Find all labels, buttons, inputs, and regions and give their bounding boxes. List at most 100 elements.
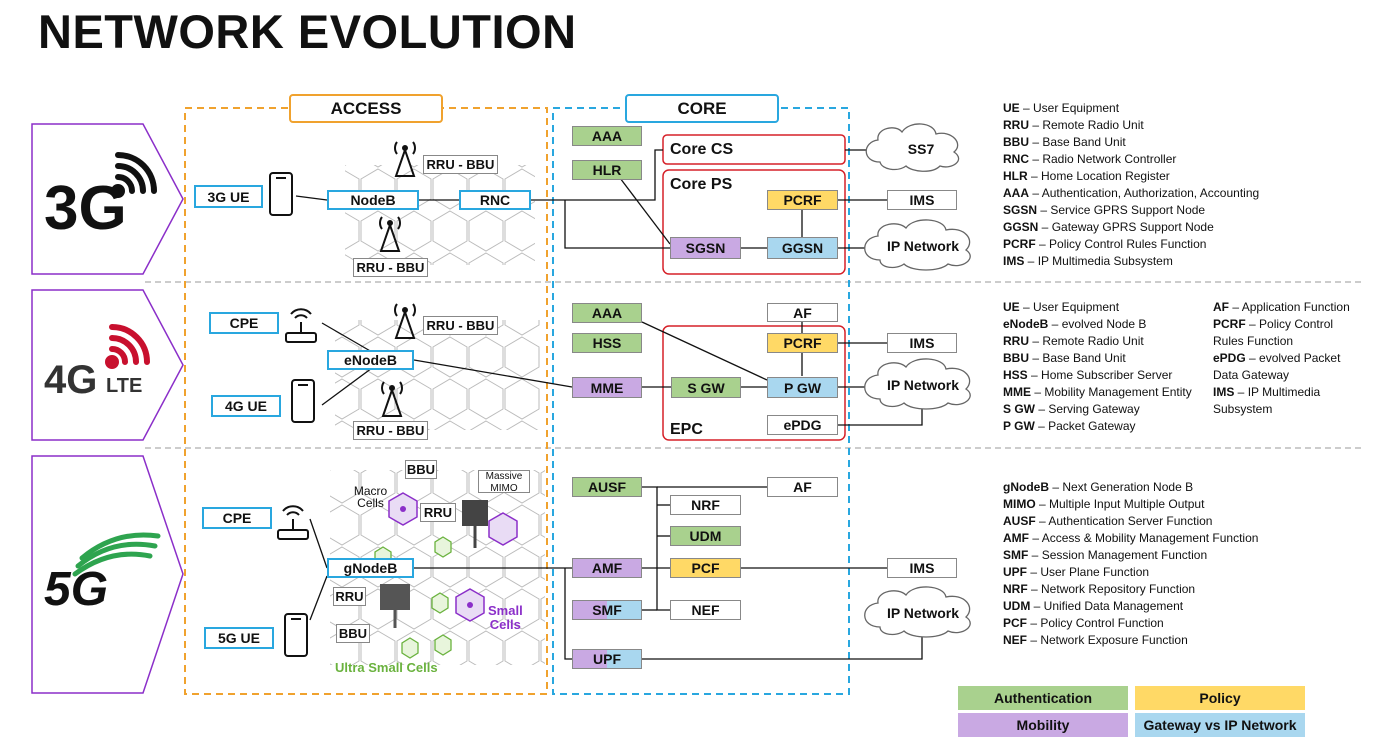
ggsn[interactable]: GGSN bbox=[767, 237, 838, 259]
ue-3g[interactable]: 3G UE bbox=[194, 185, 263, 208]
antenna-icon-3g-bottom bbox=[379, 216, 401, 252]
antenna-icon-3g-top bbox=[394, 141, 416, 177]
rru-bbu-4g-bottom: RRU - BBU bbox=[353, 421, 428, 440]
legend-entry: AAA – Authentication, Authorization, Acc… bbox=[1003, 186, 1260, 200]
legend-text: Rules Function bbox=[1213, 334, 1294, 348]
antenna-icon-4g-top bbox=[394, 303, 416, 339]
legend-text: Multiple Input Multiple Output bbox=[1049, 497, 1205, 511]
hss[interactable]: HSS bbox=[572, 333, 642, 353]
hlr-3g[interactable]: HLR bbox=[572, 160, 642, 180]
rru-bbu-3g-top: RRU - BBU bbox=[423, 155, 498, 174]
pcf[interactable]: PCF bbox=[670, 558, 741, 578]
bbu-5g-bottom: BBU bbox=[336, 624, 370, 643]
legend-text: Radio Network Controller bbox=[1042, 152, 1177, 166]
aaa-3g[interactable]: AAA bbox=[572, 126, 642, 146]
generation-arrow-3g bbox=[31, 123, 184, 275]
legend-abbr: UE bbox=[1003, 300, 1020, 314]
signal-icon-4g bbox=[105, 324, 150, 369]
legend-entry: HSS – Home Subscriber Server bbox=[1003, 368, 1173, 382]
bbu-5g-top: BBU bbox=[405, 460, 437, 479]
legend-abbr: AMF bbox=[1003, 531, 1029, 545]
legend-entry: AMF – Access & Mobility Management Funct… bbox=[1003, 531, 1259, 545]
legend-entry: P GW – Packet Gateway bbox=[1003, 419, 1136, 433]
legend-abbr: AF bbox=[1213, 300, 1229, 314]
legend-entry: AUSF – Authentication Server Function bbox=[1003, 514, 1213, 528]
legend-abbr: RRU bbox=[1003, 118, 1029, 132]
legend-abbr: ePDG bbox=[1213, 351, 1246, 365]
legend-abbr: UDM bbox=[1003, 599, 1031, 613]
legend-text: Unified Data Management bbox=[1043, 599, 1184, 613]
legend-abbr: SGSN bbox=[1003, 203, 1038, 217]
phone-icon-5g bbox=[284, 613, 308, 657]
cloud-ip-network-3g bbox=[864, 219, 971, 271]
ultra-small-cell-icon bbox=[374, 536, 452, 659]
pcrf-3g[interactable]: PCRF bbox=[767, 190, 838, 210]
legend-text: IP Multimedia Subsystem bbox=[1037, 254, 1173, 268]
core-cs-label: Core CS bbox=[670, 141, 734, 158]
nrf[interactable]: NRF bbox=[670, 495, 741, 515]
key-authentication: Authentication bbox=[958, 686, 1128, 710]
nodeb[interactable]: NodeB bbox=[327, 190, 419, 210]
legend-abbr: HSS bbox=[1003, 368, 1028, 382]
legend-abbr: NRF bbox=[1003, 582, 1028, 596]
legend-entry: PCRF – Policy Control bbox=[1213, 317, 1334, 331]
ue-4g[interactable]: 4G UE bbox=[211, 395, 281, 417]
legend-abbr: AAA bbox=[1003, 186, 1029, 200]
ue-5g[interactable]: 5G UE bbox=[204, 627, 274, 649]
af-5g[interactable]: AF bbox=[767, 477, 838, 497]
nef[interactable]: NEF bbox=[670, 600, 741, 620]
pcrf-4g[interactable]: PCRF bbox=[767, 333, 838, 353]
upf[interactable]: UPF bbox=[572, 649, 642, 669]
core-header: CORE bbox=[625, 94, 779, 123]
amf[interactable]: AMF bbox=[572, 558, 642, 578]
rru-bbu-3g-bottom: RRU - BBU bbox=[353, 258, 428, 277]
legend-abbr: MIMO bbox=[1003, 497, 1036, 511]
cpe-4g[interactable]: CPE bbox=[209, 312, 279, 334]
legend-text: Home Subscriber Server bbox=[1041, 368, 1173, 382]
legend-text: Policy Control bbox=[1259, 317, 1334, 331]
enodeb[interactable]: eNodeB bbox=[327, 350, 414, 370]
legend-entry: UPF – User Plane Function bbox=[1003, 565, 1150, 579]
sgsn[interactable]: SGSN bbox=[670, 237, 741, 259]
legend-entry: MIMO – Multiple Input Multiple Output bbox=[1003, 497, 1205, 511]
legend-text: Remote Radio Unit bbox=[1042, 334, 1144, 348]
legend-abbr: gNodeB bbox=[1003, 480, 1049, 494]
legend-abbr: RRU bbox=[1003, 334, 1029, 348]
legend-abbr: SMF bbox=[1003, 548, 1029, 562]
rru-5g-top: RRU bbox=[420, 503, 456, 522]
legend-text: Policy Control Function bbox=[1040, 616, 1164, 630]
rnc[interactable]: RNC bbox=[459, 190, 531, 210]
mme[interactable]: MME bbox=[572, 377, 642, 398]
ims-5g[interactable]: IMS bbox=[887, 558, 957, 578]
ip-network-5g-label: IP Network bbox=[886, 605, 960, 621]
smf[interactable]: SMF bbox=[572, 600, 642, 620]
legend-entry: NEF – Network Exposure Function bbox=[1003, 633, 1188, 647]
af-4g[interactable]: AF bbox=[767, 303, 838, 322]
key-mobility: Mobility bbox=[958, 713, 1128, 737]
ims-3g[interactable]: IMS bbox=[887, 190, 957, 210]
core-ps-label: Core PS bbox=[670, 176, 733, 193]
ims-4g[interactable]: IMS bbox=[887, 333, 957, 353]
udm[interactable]: UDM bbox=[670, 526, 741, 546]
aaa-4g[interactable]: AAA bbox=[572, 303, 642, 323]
antenna-icon-4g-bottom bbox=[381, 381, 403, 417]
links-3g bbox=[295, 149, 887, 249]
cpe-5g[interactable]: CPE bbox=[202, 507, 272, 529]
legend-text: Authentication, Authorization, Accountin… bbox=[1041, 186, 1260, 200]
legend-text: Network Exposure Function bbox=[1040, 633, 1188, 647]
small-cell-icon bbox=[455, 588, 485, 622]
legend-text: Mobility Management Entity bbox=[1044, 385, 1192, 399]
epdg[interactable]: ePDG bbox=[767, 415, 838, 435]
legend-text: User Plane Function bbox=[1040, 565, 1150, 579]
legend-abbr: MME bbox=[1003, 385, 1031, 399]
legend-entry: IMS – IP Multimedia Subsystem bbox=[1003, 254, 1173, 268]
s-gw[interactable]: S GW bbox=[671, 377, 741, 398]
gnodeb[interactable]: gNodeB bbox=[327, 558, 414, 578]
legend-text: evolved Packet bbox=[1259, 351, 1341, 365]
p-gw[interactable]: P GW bbox=[767, 377, 838, 398]
ausf[interactable]: AUSF bbox=[572, 477, 642, 497]
legend-abbr: PCRF bbox=[1213, 317, 1246, 331]
